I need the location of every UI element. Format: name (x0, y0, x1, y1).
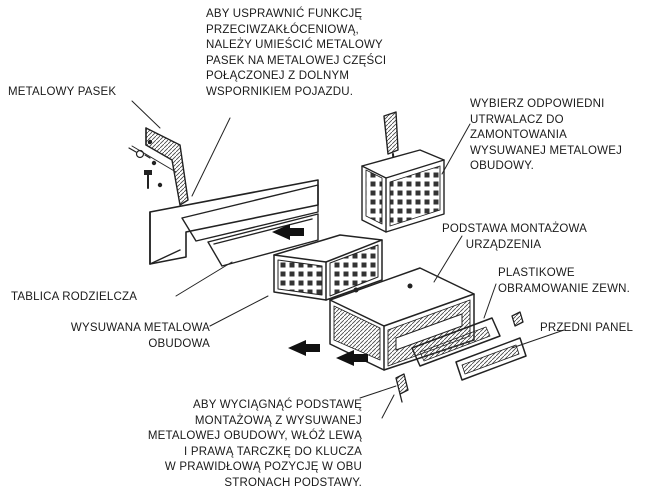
front-panel-label: PRZEDNI PANEL (540, 321, 633, 337)
small-clip-icon (511, 311, 524, 327)
front-panel (455, 337, 527, 381)
fixing-note-label: WYBIERZ ODPOWIEDNI UTRWALACZ DO ZAMONTOW… (470, 97, 622, 175)
fixing-note-line-1: WYBIERZ ODPOWIEDNI (470, 98, 605, 110)
metal-strip-label: METALOWY PASEK (8, 85, 116, 101)
dashboard-label: TABLICA RODZIELCZA (11, 290, 137, 306)
sleeve-line-1: WYSUWANA METALOWA (70, 322, 210, 334)
release-key-icon (395, 373, 409, 403)
plastic-trim-line-1: PLASTIKOWE (498, 267, 575, 279)
mount-base-line-2: URZĄDZENIA (465, 238, 542, 251)
shield-note-line-1: ABY USPRAWNIĆ FUNKCJĘ (206, 8, 363, 20)
mount-base-label: PODSTAWA MONTAŻOWA URZĄDZENIA (442, 222, 587, 253)
removal-note-line-3: METALOWEJ OBUDOWY, WŁÓŻ LEWĄ (147, 430, 362, 442)
screw-set-icon (128, 147, 152, 189)
head-unit-chassis (329, 267, 475, 371)
shield-note-line-4: PASEK NA METALOWEJ CZĘŚCI (206, 54, 387, 67)
shield-note-line-6: WSPORNIKIEM POJAZDU. (206, 85, 354, 98)
dashboard-panel (149, 179, 319, 265)
insert-arrows (272, 224, 368, 366)
sleeve-label: WYSUWANA METALOWA OBUDOWA (35, 321, 210, 352)
fixing-note-line-3: ZAMONTOWANIA (470, 129, 567, 141)
shield-note-label: ABY USPRAWNIĆ FUNKCJĘ PRZECIWZAKŁÓCENIOW… (206, 7, 386, 100)
dashboard-gasket (207, 213, 319, 267)
removal-note-line-4: I PRAWĄ TARCZKĘ DO KLUCZA (184, 445, 362, 458)
removal-note-line-6: STRONACH PODSTAWY. (224, 476, 362, 489)
leader-lines (131, 100, 565, 419)
plastic-trim-line-2: OBRAMOWANIE ZEWN. (498, 282, 631, 295)
plastic-trim-ring (411, 317, 501, 367)
removal-note-line-5: W PRAWIDŁOWĄ POZYCJĘ W OBU (164, 461, 362, 473)
metal-sleeve (273, 234, 383, 301)
removal-note-line-2: MONTAŻOWĄ Z WYSUWANEJ (194, 414, 362, 427)
mounting-bracket (361, 149, 445, 233)
mount-base-line-1: PODSTAWA MONTAŻOWA (442, 223, 588, 235)
fixing-note-line-5: OBUDOWY. (470, 160, 535, 172)
shield-note-line-5: POŁĄCZONEJ Z DOLNYM (206, 70, 350, 82)
fixing-note-line-4: WYSUWANEJ METALOWEJ (470, 144, 623, 157)
plastic-trim-label: PLASTIKOWE OBRAMOWANIE ZEWN. (498, 266, 630, 297)
dashboard-text: TABLICA RODZIELCZA (11, 291, 138, 303)
metal-strip (145, 127, 189, 206)
metal-strip-text: METALOWY PASEK (8, 86, 117, 98)
shield-note-line-3: NALEŻY UMIEŚCIĆ METALOWY (206, 39, 383, 51)
removal-note-line-1: ABY WYCIĄGNĄĆ PODSTAWĘ (192, 399, 362, 411)
sleeve-line-2: OBUDOWA (148, 337, 210, 350)
fixing-note-line-2: UTRWALACZ DO (470, 113, 564, 126)
front-panel-text: PRZEDNI PANEL (540, 322, 634, 334)
shield-note-line-2: PRZECIWZAKŁÓCENIOWĄ, (206, 23, 359, 36)
removal-note-label: ABY WYCIĄGNĄĆ PODSTAWĘ MONTAŻOWĄ Z WYSUW… (60, 398, 362, 491)
